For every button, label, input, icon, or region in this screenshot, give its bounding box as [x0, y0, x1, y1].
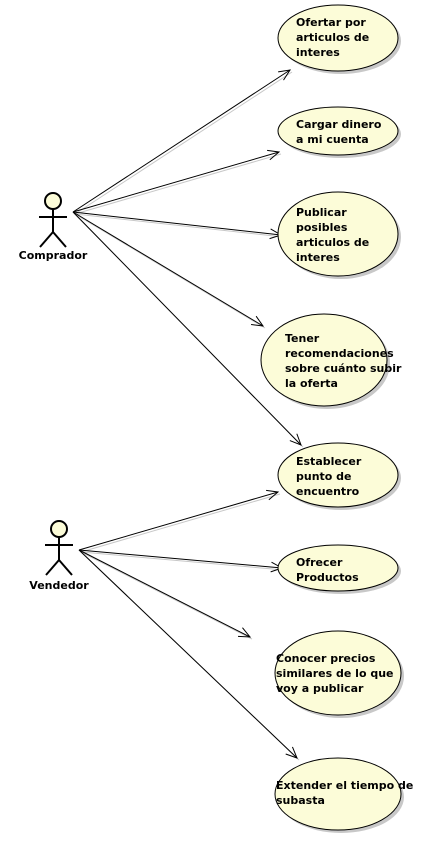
use-case-label: recomendaciones: [285, 347, 394, 360]
actor-figure-icon: [39, 192, 67, 248]
association-line: [78, 549, 298, 759]
use-case-label: interes: [296, 46, 340, 59]
association-comprador-uc3: [72, 211, 284, 240]
use-case-label: la oferta: [285, 377, 338, 390]
association-vendedor-uc8: [78, 549, 300, 761]
association-vendedor-uc7: [78, 549, 253, 640]
use-case-label: Cargar dinero: [296, 118, 382, 131]
association-comprador-uc1: [72, 69, 293, 215]
arrowhead: [251, 315, 265, 327]
association-comprador-uc5: [72, 211, 304, 448]
arrowhead: [266, 489, 280, 501]
association-vendedor-uc6: [78, 549, 285, 573]
use-case-label: sobre cuánto subir: [285, 362, 402, 375]
use-case-label: Productos: [296, 571, 359, 584]
arrowhead: [278, 69, 292, 81]
use-case-ellipse: [277, 191, 399, 277]
association-line: [72, 211, 302, 446]
use-case-label: Conocer precios: [276, 652, 376, 665]
arrowhead: [285, 746, 298, 759]
use-case-uc4[interactable]: Tener recomendaciones sobre cuánto subir la…: [260, 313, 402, 409]
use-case-label: punto de: [296, 470, 352, 483]
use-case-ellipse: [260, 313, 388, 407]
use-case-label: posibles: [296, 221, 348, 234]
use-case-ellipse: [274, 630, 402, 716]
use-case-uc2[interactable]: Cargar dinero a mi cuenta: [277, 106, 401, 158]
actor-vendedor[interactable]: Vendedor: [29, 520, 89, 592]
use-case-ellipse: [274, 757, 402, 831]
actor-label: Vendedor: [29, 579, 89, 592]
association-line: [72, 69, 291, 213]
use-case-label: a mi cuenta: [296, 133, 369, 146]
use-case-label: subasta: [276, 794, 325, 807]
use-case-label: articulos de: [296, 236, 369, 249]
arrowhead: [289, 433, 302, 446]
use-case-label: encuentro: [296, 485, 360, 498]
use-case-uc5[interactable]: Establecer punto de encuentro: [277, 442, 401, 510]
use-case-label: similares de lo que: [276, 667, 394, 680]
association-line: [72, 151, 280, 213]
use-case-label: Ofrecer: [296, 556, 343, 569]
association-line: [72, 211, 282, 236]
use-case-label: Publicar: [296, 206, 347, 219]
use-case-label: Tener: [285, 332, 320, 345]
use-case-label: articulos de: [296, 31, 369, 44]
use-case-ellipse: [277, 4, 399, 72]
use-case-label: voy a publicar: [276, 682, 364, 695]
use-case-label: Extender el tiempo de: [276, 779, 413, 792]
arrowhead: [267, 149, 281, 161]
use-case-uc3[interactable]: Publicar posibles articulos de interes: [277, 191, 401, 279]
actor-label: Comprador: [19, 249, 88, 262]
association-line: [78, 549, 251, 638]
association-vendedor-uc5: [78, 489, 281, 553]
use-case-label: Ofertar por: [296, 16, 366, 29]
arrowhead: [237, 627, 252, 638]
use-case-ellipse: [277, 106, 399, 156]
use-case-label: interes: [296, 251, 340, 264]
association-comprador-uc4: [72, 211, 266, 329]
associations-layer: [72, 69, 304, 761]
association-line: [72, 211, 264, 327]
actor-figure-icon: [45, 520, 73, 576]
use-case-ellipse: [277, 442, 399, 508]
use-case-uc7[interactable]: Conocer precios similares de lo que voy a …: [274, 630, 404, 718]
association-comprador-uc2: [72, 149, 282, 215]
use-case-ellipse: [277, 544, 399, 592]
use-case-uc1[interactable]: Ofertar por articulos de interes: [277, 4, 401, 74]
use-case-uc8[interactable]: Extender el tiempo de subasta: [274, 757, 413, 833]
actor-comprador[interactable]: Comprador: [19, 192, 88, 262]
association-line: [78, 549, 283, 569]
use-case-label: Establecer: [296, 455, 362, 468]
association-line: [78, 491, 279, 551]
